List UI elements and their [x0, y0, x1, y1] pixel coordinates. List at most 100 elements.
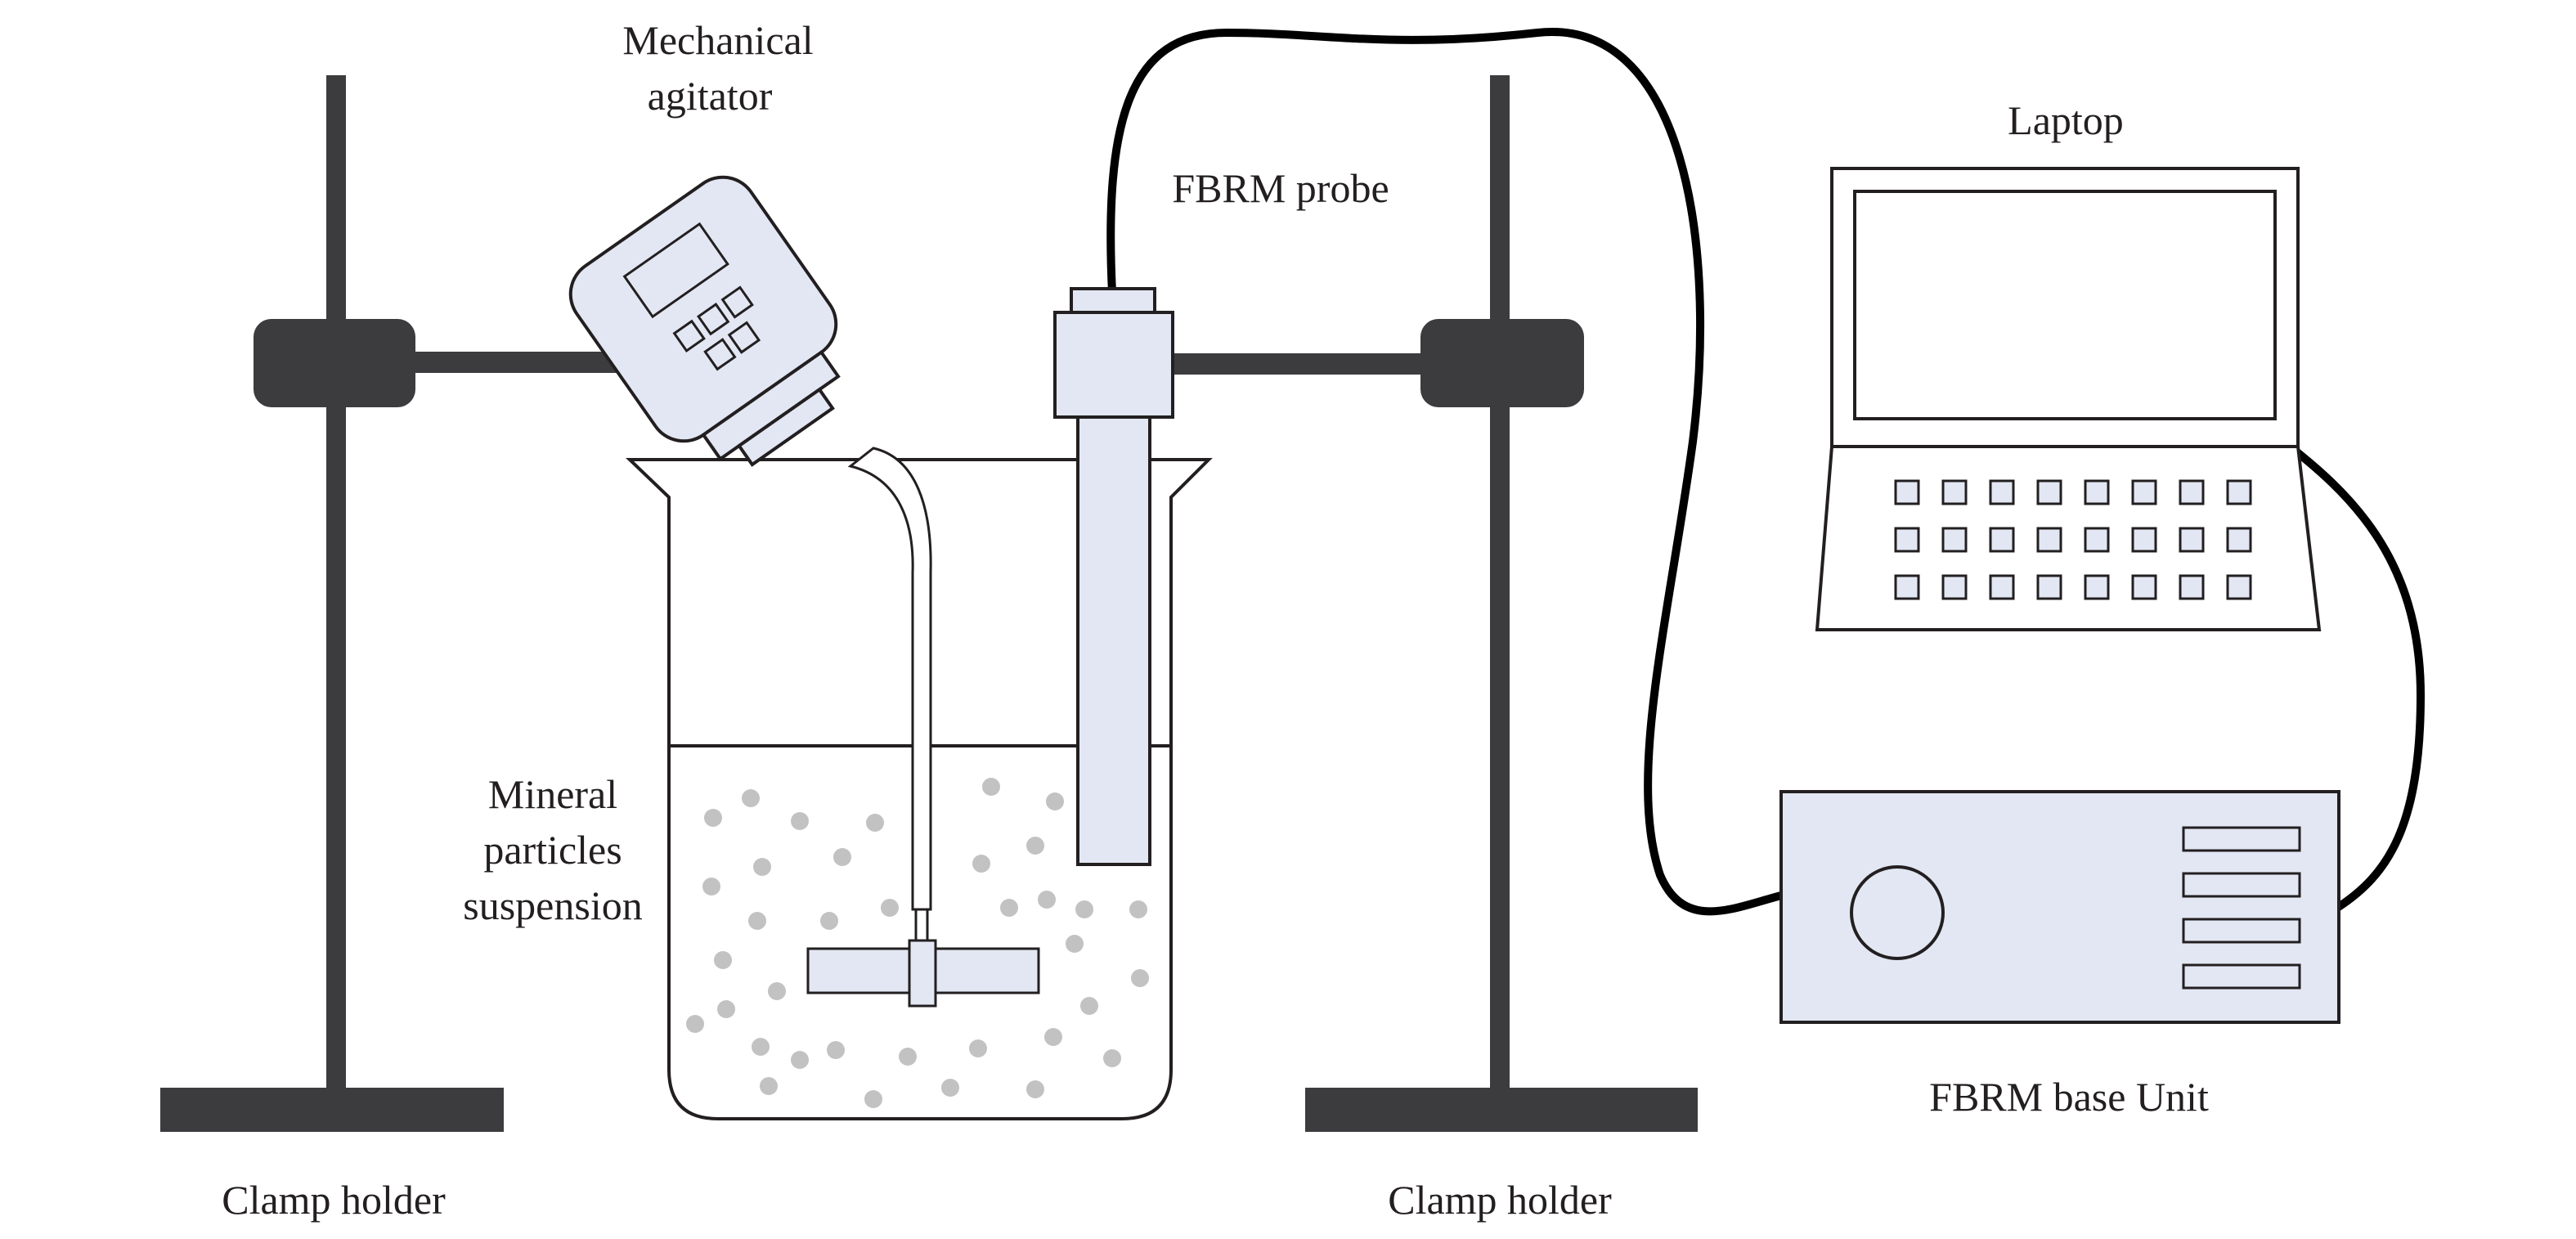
laptop-key: [1989, 574, 2015, 600]
base-unit-slot: [2182, 872, 2301, 898]
laptop: [1815, 167, 2322, 631]
mineral-particle: [982, 778, 1000, 796]
mineral-particle: [833, 848, 851, 866]
laptop-key: [2226, 479, 2252, 505]
base-unit-slot: [2182, 826, 2301, 852]
mineral-label-line2: particles: [483, 827, 622, 873]
mineral-particle: [1129, 900, 1147, 918]
laptop-screen: [1853, 190, 2277, 420]
mineral-particle: [768, 982, 786, 1000]
mineral-particle: [1131, 969, 1149, 987]
mineral-particle: [717, 1000, 735, 1018]
laptop-key: [2131, 527, 2157, 553]
left-stand-rod: [326, 75, 346, 1093]
right-stand-rod: [1490, 75, 1510, 1093]
laptop-key: [2036, 479, 2062, 505]
mineral-particle: [760, 1077, 778, 1095]
right-stand-base: [1305, 1088, 1698, 1132]
agitator-key: [697, 303, 730, 336]
agitator-key: [720, 285, 754, 319]
agitator-collar: [736, 387, 835, 467]
fbrm-base-unit: [1779, 790, 2340, 1024]
mineral-particle: [866, 814, 884, 832]
mineral-particle: [714, 951, 732, 969]
mineral-particle: [1026, 837, 1044, 855]
mineral-particle: [881, 899, 899, 917]
mineral-particle: [1080, 997, 1098, 1015]
base-unit-slot: [2182, 918, 2301, 944]
clamp-holder-right-label: Clamp holder: [1388, 1177, 1612, 1223]
mineral-particle: [686, 1015, 704, 1033]
agitator-label-line1: Mechanical: [622, 17, 813, 63]
mineral-particle: [748, 912, 766, 930]
mineral-particle: [864, 1090, 882, 1108]
agitator-key: [672, 319, 706, 353]
base-unit-dial: [1850, 865, 1945, 960]
laptop-key: [2036, 574, 2062, 600]
laptop-key: [2084, 527, 2110, 553]
mineral-particle: [1026, 1080, 1044, 1098]
agitator-shaft-tip: [914, 908, 929, 944]
laptop-key: [2131, 574, 2157, 600]
mineral-label-line1: Mineral: [488, 771, 617, 817]
laptop-key: [2084, 574, 2110, 600]
laptop-key: [1989, 527, 2015, 553]
agitator-motor: [568, 175, 841, 467]
probe-clamp-head: [1053, 311, 1174, 419]
probe-shaft: [1076, 411, 1151, 866]
mineral-particle: [702, 878, 720, 896]
clamp-holder-left-label: Clamp holder: [222, 1177, 446, 1223]
laptop-key: [2179, 574, 2205, 600]
agitator-key: [727, 321, 761, 354]
mineral-particle: [899, 1048, 917, 1066]
mineral-particle: [1075, 900, 1093, 918]
mineral-particle: [1000, 899, 1018, 917]
laptop-key: [2226, 527, 2252, 553]
impeller-hub: [908, 939, 937, 1008]
base-unit-slot: [2182, 963, 2301, 990]
mineral-particle: [1038, 891, 1056, 909]
left-clamp-block: [254, 319, 415, 407]
laptop-key: [2179, 479, 2205, 505]
mineral-particles: [686, 778, 1149, 1108]
mineral-particle: [704, 809, 722, 827]
mineral-particle: [742, 789, 760, 807]
laptop-key: [2179, 527, 2205, 553]
laptop-key: [2084, 479, 2110, 505]
left-stand-base: [160, 1088, 504, 1132]
base-unit-label: FBRM base Unit: [1929, 1074, 2209, 1120]
mineral-particle: [1044, 1028, 1062, 1046]
mineral-particle: [753, 858, 771, 876]
laptop-key: [1941, 527, 1968, 553]
mineral-particle: [941, 1079, 959, 1097]
laptop-key: [1941, 479, 1968, 505]
laptop-key: [1894, 479, 1920, 505]
mineral-particle: [1046, 792, 1064, 810]
laptop-key: [1894, 574, 1920, 600]
laptop-key: [2131, 479, 2157, 505]
laptop-key: [1894, 527, 1920, 553]
agitator-keypad: [672, 285, 761, 371]
right-clamp-stand: [1161, 75, 1698, 1132]
probe-cap: [1070, 287, 1156, 315]
laptop-to-base-cable: [2278, 437, 2426, 912]
mineral-particle: [820, 912, 838, 930]
mineral-particle: [791, 1051, 809, 1069]
mineral-particle: [1066, 935, 1084, 953]
laptop-key: [2226, 574, 2252, 600]
laptop-key: [1989, 479, 2015, 505]
agitator-key: [703, 338, 737, 371]
fbrm-probe: [1053, 287, 1174, 866]
mineral-particle: [972, 855, 990, 873]
laptop-key: [2036, 527, 2062, 553]
right-clamp-arm: [1161, 353, 1431, 375]
mineral-particle: [969, 1039, 987, 1057]
mineral-particle: [791, 812, 809, 830]
mineral-particle: [827, 1041, 845, 1059]
agitator-shaft-assembly: [806, 447, 1040, 1008]
left-clamp-stand: [160, 75, 711, 1132]
agitator-label-line2: agitator: [648, 73, 773, 119]
laptop-key: [1941, 574, 1968, 600]
